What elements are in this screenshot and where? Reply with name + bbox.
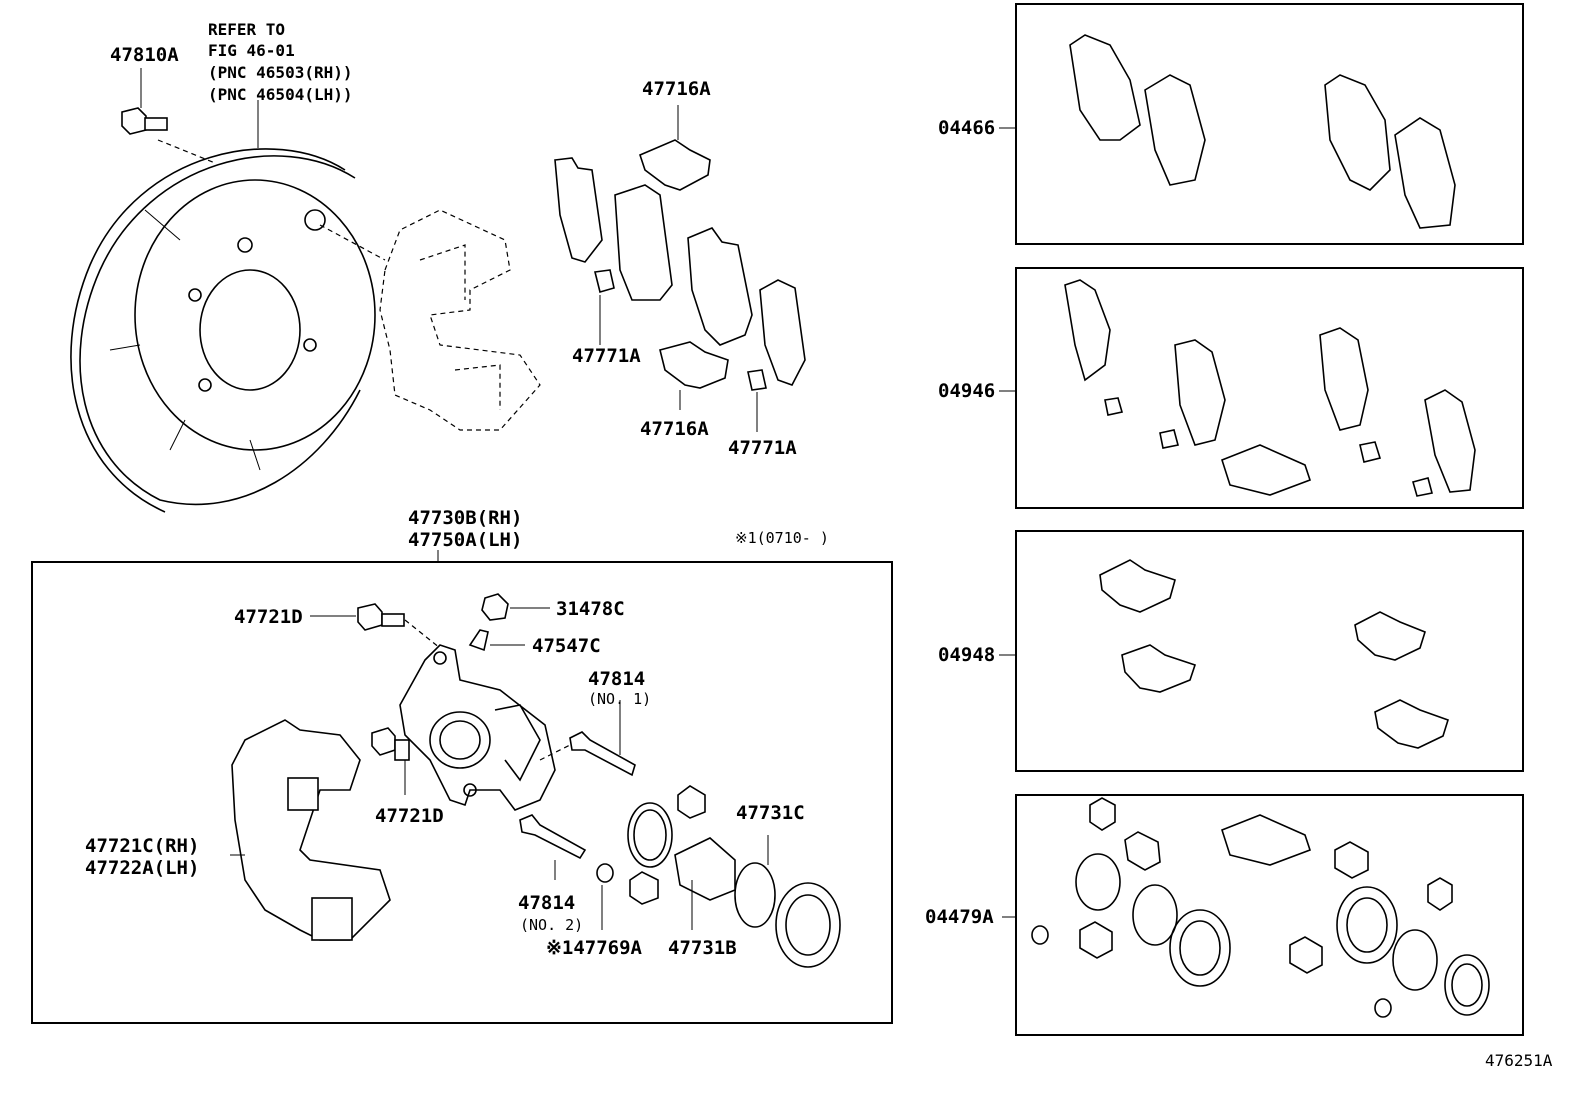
part-label-47721D-top[interactable]: 47721D <box>234 606 303 628</box>
kit-box-04466 <box>1015 3 1524 245</box>
part-label-47771A-right[interactable]: 47771A <box>728 437 797 459</box>
part-label-47716A-bottom[interactable]: 47716A <box>640 418 709 440</box>
part-label-31478C[interactable]: 31478C <box>556 598 625 620</box>
part-label-47810A[interactable]: 47810A <box>110 44 179 66</box>
part-label-47769A[interactable]: ※147769A <box>546 937 642 959</box>
part-label-47730B[interactable]: 47730B(RH) <box>408 507 523 529</box>
pad-set-drawing <box>554 105 806 432</box>
part-label-47814-no1[interactable]: 47814 <box>588 668 646 690</box>
refer-note-line4: (PNC 46504(LH)) <box>208 85 353 104</box>
part-label-47750A[interactable]: 47750A(LH) <box>408 529 523 551</box>
bolt-47810A <box>121 68 168 135</box>
part-label-47731C[interactable]: 47731C <box>736 802 805 824</box>
mounting-bracket-outline <box>379 209 541 431</box>
caliper-assembly-box <box>31 561 893 1024</box>
refer-note-line3: (PNC 46503(RH)) <box>208 63 353 82</box>
date-range-note: ※1(0710- ) <box>735 529 829 547</box>
kit-04466-drawing <box>1069 34 1456 229</box>
part-label-no1: (NO. 1) <box>588 690 652 708</box>
part-label-47721D-bottom[interactable]: 47721D <box>375 805 444 827</box>
kit-label-04466[interactable]: 04466 <box>938 117 996 139</box>
kit-04946-drawing <box>1064 279 1476 497</box>
kit-box-04946 <box>1015 267 1524 509</box>
part-label-47721C[interactable]: 47721C(RH) <box>85 835 200 857</box>
refer-note-line1: REFER TO <box>208 20 286 39</box>
page-id: 476251A <box>1485 1051 1553 1070</box>
part-label-no2: (NO. 2) <box>520 916 584 934</box>
part-label-47716A-top[interactable]: 47716A <box>642 78 711 100</box>
part-label-47731B[interactable]: 47731B <box>668 937 737 959</box>
part-label-47547C[interactable]: 47547C <box>532 635 601 657</box>
kit-label-04948[interactable]: 04948 <box>938 644 996 666</box>
refer-note-line2: FIG 46-01 <box>208 41 295 60</box>
caliper-drawing <box>230 593 841 968</box>
part-label-47814-no2[interactable]: 47814 <box>518 892 576 914</box>
kit-label-04946[interactable]: 04946 <box>938 380 996 402</box>
part-label-47722A[interactable]: 47722A(LH) <box>85 857 200 879</box>
kit-04948-drawing <box>1099 559 1449 749</box>
kit-box-04948 <box>1015 530 1524 772</box>
kit-label-04479A[interactable]: 04479A <box>925 906 994 928</box>
dust-shield-drawing <box>70 139 386 513</box>
part-label-47771A-left[interactable]: 47771A <box>572 345 641 367</box>
kit-04479A-drawing <box>1031 797 1490 1018</box>
kit-box-04479A <box>1015 794 1524 1036</box>
